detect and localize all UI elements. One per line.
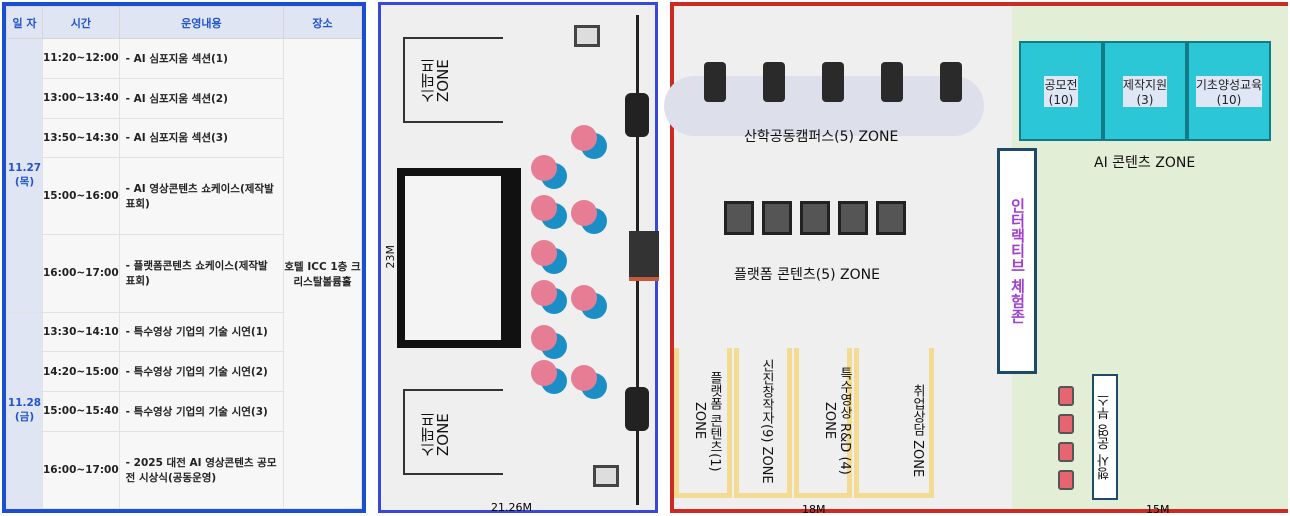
place-cell: 호텔 ICC 1층 크리스탈볼륨홀 bbox=[283, 38, 362, 509]
campus-zone-label: 산학공동캠퍼스(5) ZONE bbox=[744, 129, 899, 145]
table-row: 13:50~14:30- AI 심포지움 섹션(3) bbox=[7, 117, 362, 159]
lower-zone-1: 플랫폼 콘텐츠(1) ZONE bbox=[692, 370, 722, 472]
content-cell: - AI 심포지움 섹션(1) bbox=[118, 38, 285, 79]
content-cell: - 플랫폼콘텐츠 쇼케이스(제작발표회) bbox=[118, 234, 285, 313]
table-row: 15:00~16:00- AI 영상콘텐츠 쇼케이스(제작발표회) bbox=[7, 157, 362, 236]
header-content: 운영내용 bbox=[118, 6, 285, 39]
staff-zone-top: 스태프 ZONE bbox=[419, 58, 452, 104]
time-cell: 15:00~15:40 bbox=[42, 391, 120, 432]
banner-text: 인터랙티브 체험존 bbox=[1008, 198, 1027, 324]
staff-zone-bottom: 스태프 ZONE bbox=[419, 412, 452, 458]
ai-booth: 기초양성교육(10) bbox=[1187, 41, 1271, 141]
staff-zone-bottom-area bbox=[403, 389, 503, 475]
audience-seating bbox=[531, 125, 621, 391]
ai-booth: 제작지원(3) bbox=[1103, 41, 1187, 141]
speaker-icon bbox=[625, 93, 649, 137]
ops-chairs bbox=[1058, 386, 1074, 490]
ai-booth: 공모전(10) bbox=[1019, 41, 1103, 141]
table-row: 15:00~15:40- 특수영상 기업의 기술 시연(3) bbox=[7, 391, 362, 432]
date-cell: 11.28(금) bbox=[6, 311, 43, 509]
expo-layout: 산학공동캠퍼스(5) ZONE 플랫폼 콘텐츠(5) ZONE 플랫폼 콘텐츠(… bbox=[664, 2, 1288, 516]
platform-screens bbox=[724, 201, 906, 235]
ai-booths: 공모전(10) 제작지원(3) 기초양성교육(10) bbox=[1019, 41, 1271, 141]
time-cell: 14:20~15:00 bbox=[42, 351, 120, 393]
width-label: 21.26M bbox=[491, 501, 532, 514]
lower-booths bbox=[674, 348, 934, 498]
light-icon bbox=[593, 465, 619, 487]
ops-booth-label: 행사 운영 부스 bbox=[1092, 374, 1118, 500]
table-row: 14:20~15:00- 특수영상 기업의 기술 시연(2) bbox=[7, 351, 362, 393]
time-cell: 16:00~17:00 bbox=[42, 234, 120, 313]
time-cell: 16:00~17:00 bbox=[42, 430, 120, 510]
content-cell: - 특수영상 기업의 기술 시연(3) bbox=[118, 391, 285, 432]
content-cell: - 2025 대전 AI 영상콘텐츠 공모전 시상식(공동운영) bbox=[118, 430, 285, 510]
speaker-icon bbox=[625, 387, 649, 431]
banner-sign: 인터랙티브 체험존 bbox=[997, 148, 1037, 374]
time-cell: 13:30~14:10 bbox=[42, 311, 120, 353]
table-row: 16:00~17:00- 플랫폼콘텐츠 쇼케이스(제작발표회) bbox=[7, 234, 362, 313]
hall-layout: 스태프 ZONE 스태프 ZONE 23M 21.26M bbox=[378, 2, 659, 514]
table-row: 11.28(금)13:30~14:10- 특수영상 기업의 기술 시연(1) bbox=[6, 311, 362, 509]
time-cell: 13:50~14:30 bbox=[42, 117, 120, 159]
time-cell: 11:20~12:00 bbox=[42, 38, 120, 79]
content-cell: - AI 심포지움 섹션(2) bbox=[118, 77, 285, 119]
time-cell: 15:00~16:00 bbox=[42, 157, 120, 236]
camera-operator-icon bbox=[629, 231, 659, 281]
width-right-label: 15M bbox=[1146, 503, 1170, 516]
schedule-table-panel: 일 자 시간 운영내용 장소 11.27(목)11:20~12:00- AI 심… bbox=[2, 2, 366, 513]
time-cell: 13:00~13:40 bbox=[42, 77, 120, 119]
header-time: 시간 bbox=[42, 6, 120, 39]
ai-zone-label: AI 콘텐츠 ZONE bbox=[1094, 155, 1196, 171]
staff-zone-top-area bbox=[403, 37, 503, 123]
content-cell: - 특수영상 기업의 기술 시연(1) bbox=[118, 311, 285, 353]
height-label: 23M bbox=[384, 245, 397, 269]
lower-zone-4: 취업상담 ZONE bbox=[910, 384, 925, 478]
stage bbox=[397, 168, 521, 348]
table-row: 16:00~17:00- 2025 대전 AI 영상콘텐츠 공모전 시상식(공동… bbox=[7, 430, 362, 510]
header-place: 장소 bbox=[283, 6, 362, 39]
content-cell: - 특수영상 기업의 기술 시연(2) bbox=[118, 351, 285, 393]
light-icon bbox=[574, 25, 600, 47]
lower-zone-3: 특수영상 R&D (4) ZONE bbox=[822, 367, 852, 475]
lower-zone-2: 신진창작자(9) ZONE bbox=[759, 358, 774, 484]
campus-kiosks bbox=[704, 62, 962, 102]
schedule-table: 일 자 시간 운영내용 장소 11.27(목)11:20~12:00- AI 심… bbox=[6, 6, 362, 510]
content-cell: - AI 심포지움 섹션(3) bbox=[118, 117, 285, 159]
table-row: 13:00~13:40- AI 심포지움 섹션(2) bbox=[7, 77, 362, 119]
width-left-label: 18M bbox=[802, 503, 826, 516]
content-cell: - AI 영상콘텐츠 쇼케이스(제작발표회) bbox=[118, 157, 285, 236]
platform-zone-label: 플랫폼 콘텐츠(5) ZONE bbox=[734, 267, 880, 283]
header-date: 일 자 bbox=[6, 6, 43, 39]
date-cell: 11.27(목) bbox=[6, 38, 43, 313]
table-row: 11.27(목)11:20~12:00- AI 심포지움 섹션(1)호텔 ICC… bbox=[6, 38, 362, 509]
